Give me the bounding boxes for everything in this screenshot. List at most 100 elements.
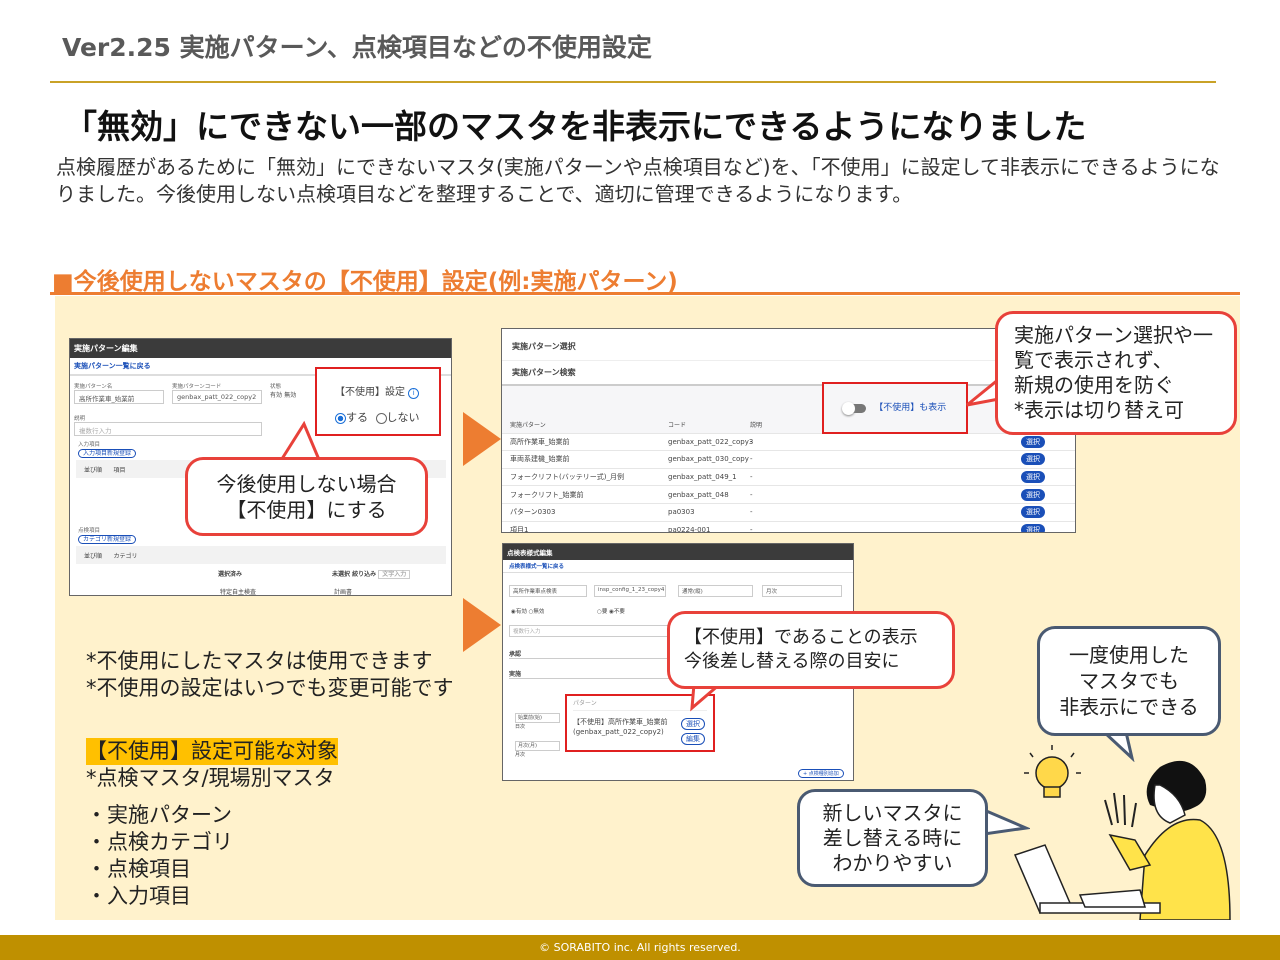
lightbulb-icon [1024, 745, 1081, 798]
callout-text: *表示は切り替え可 [1014, 398, 1184, 422]
input-new-button[interactable]: 入力項目新規登録 [78, 449, 137, 458]
callout-text: 差し替える時に [822, 825, 963, 850]
pattern-desc: - [750, 490, 753, 499]
radio-no[interactable] [375, 412, 387, 424]
exec-section: 実施 [509, 669, 709, 679]
callout-text: 今後使用しない場合 [216, 471, 397, 496]
row2-type[interactable]: 月次(月) [515, 741, 560, 751]
screen-title: 実施パターン編集 [70, 339, 451, 358]
status-on[interactable]: 有効 [270, 392, 283, 399]
desc-label: 説明 [74, 416, 86, 422]
back-link[interactable]: 実施パターン一覧に戻る [74, 362, 151, 370]
slide-version-title: Ver2.25 実施パターン、点検項目などの不使用設定 [62, 33, 652, 62]
target-item: ・入力項目 [86, 884, 191, 908]
pattern-code: genbax_patt_048 [668, 490, 729, 499]
target-item: ・点検カテゴリ [86, 830, 233, 854]
pattern-code: pa0224-001 [668, 525, 711, 533]
pattern-desc: - [750, 525, 753, 533]
callout-hide-used: 一度使用したマスタでも非表示にできる [1037, 626, 1221, 736]
pattern-desc: - [750, 473, 753, 482]
filter-input[interactable]: 文字入力 [378, 570, 411, 579]
targets-subtitle: *点検マスタ/現場別マスタ [86, 766, 335, 790]
status-label: 状態 [270, 384, 282, 390]
pattern-desc: - [750, 508, 753, 517]
select-button[interactable]: 選択 [1021, 523, 1045, 532]
target-item: ・点検項目 [86, 857, 191, 881]
input-section-label: 入力項目 [78, 442, 101, 448]
select-button[interactable]: 選択 [1021, 435, 1045, 448]
filter-label: 絞り込み [352, 571, 377, 578]
radio-yes-label: する [346, 411, 368, 424]
header-divider [50, 81, 1216, 83]
add-type-button[interactable]: + 点検種別追加 [798, 769, 844, 778]
col-category: カテゴリ [113, 553, 138, 560]
approve-section: 承認 [509, 649, 709, 659]
status-on[interactable]: 有効 [515, 609, 527, 615]
select-button[interactable]: 選択 [1021, 453, 1045, 466]
callout-text: わかりやすい [832, 850, 953, 875]
pattern-desc: - [750, 437, 753, 446]
desc-field[interactable]: 複数行入力 [74, 422, 262, 436]
noreq-option[interactable]: 不要 [613, 609, 625, 615]
arrow-right-icon [463, 412, 501, 466]
category-new-button[interactable]: カテゴリ新規登録 [78, 535, 137, 544]
callout-text: 新規の使用を防ぐ [1014, 373, 1174, 397]
pattern-code: genbax_patt_022_copy3 [668, 437, 754, 446]
note-changeable: *不使用の設定はいつでも変更可能です [86, 676, 454, 700]
col-pattern: 実施パターン [510, 421, 546, 429]
unuse-setting-label: 【不使用】設定 [335, 387, 405, 398]
callout-text: 今後差し替える際の目安に [684, 651, 900, 672]
format-name-field[interactable]: 高所作業車点検表 [509, 585, 587, 597]
screen-title: 実施パターン選択 [502, 329, 1075, 361]
slide-headline: 「無効」にできない一部のマスタを非表示にできるようになりました [64, 107, 1087, 146]
back-link[interactable]: 点検表様式一覧に戻る [509, 564, 565, 570]
callout-text: 覧で表示されず、 [1014, 348, 1173, 372]
status-off[interactable]: 無効 [284, 392, 297, 399]
target-item: ・実施パターン [86, 803, 232, 827]
pattern-desc: - [750, 455, 753, 464]
status-off[interactable]: 無効 [533, 609, 545, 615]
pattern-label: パターン [573, 700, 597, 707]
col-order: 並び順 [84, 553, 103, 560]
pattern-code: genbax_patt_049_1 [668, 473, 737, 482]
format-type-select[interactable]: 通常(縦) [678, 585, 753, 597]
callout-text: 実施パターン選択や一 [1014, 323, 1213, 347]
select-button[interactable]: 選択 [1021, 471, 1045, 484]
selected-label: 選択済み [218, 571, 243, 578]
row1-type[interactable]: 始業前(始) [515, 713, 560, 723]
req-option[interactable]: 要 [601, 609, 608, 615]
unselected-label: 未選択 [332, 571, 351, 578]
callout-text: マスタでも [1079, 669, 1179, 693]
name-field[interactable]: 高所作業車_始業前 [74, 390, 164, 404]
callout-text: 【不使用】であることの表示 [684, 627, 918, 648]
pattern-name: 車両系建機_始業前 [510, 455, 570, 464]
code-field[interactable]: genbax_patt_022_copy2 [172, 390, 262, 404]
select-button[interactable]: 選択 [1021, 488, 1045, 501]
screen-title: 点検表様式編集 [503, 544, 853, 560]
unused-pattern-code: (genbax_patt_022_copy2) [573, 728, 664, 736]
callout-text: 一度使用した [1069, 643, 1189, 667]
callout-unuse: 今後使用しない場合【不使用】にする [185, 457, 428, 536]
search-title: 実施パターン検索 [502, 361, 1075, 386]
period-select[interactable]: 月次 [762, 585, 842, 597]
unused-pattern-name: 【不使用】高所作業車_始業前 [573, 718, 668, 726]
targets-title: 【不使用】設定可能な対象 [86, 738, 338, 765]
col-code: コード [668, 421, 687, 429]
pattern-edit-button[interactable]: 編集 [681, 733, 705, 745]
arrow-right-icon [463, 598, 501, 652]
radio-no-label: しない [386, 411, 420, 424]
show-unused-toggle[interactable] [842, 401, 866, 415]
callout-easy-replace: 新しいマスタに差し替える時にわかりやすい [797, 789, 988, 887]
pattern-code: genbax_patt_030_copy [668, 455, 749, 464]
format-code-field[interactable]: insp_config_1_23_copy4 [594, 585, 666, 597]
show-unused-label: 【不使用】も表示 [874, 403, 947, 413]
code-label: 実施パターンコード [172, 384, 222, 390]
radio-yes[interactable] [335, 412, 346, 424]
select-button[interactable]: 選択 [1021, 506, 1045, 519]
pattern-select-button[interactable]: 選択 [681, 718, 705, 730]
